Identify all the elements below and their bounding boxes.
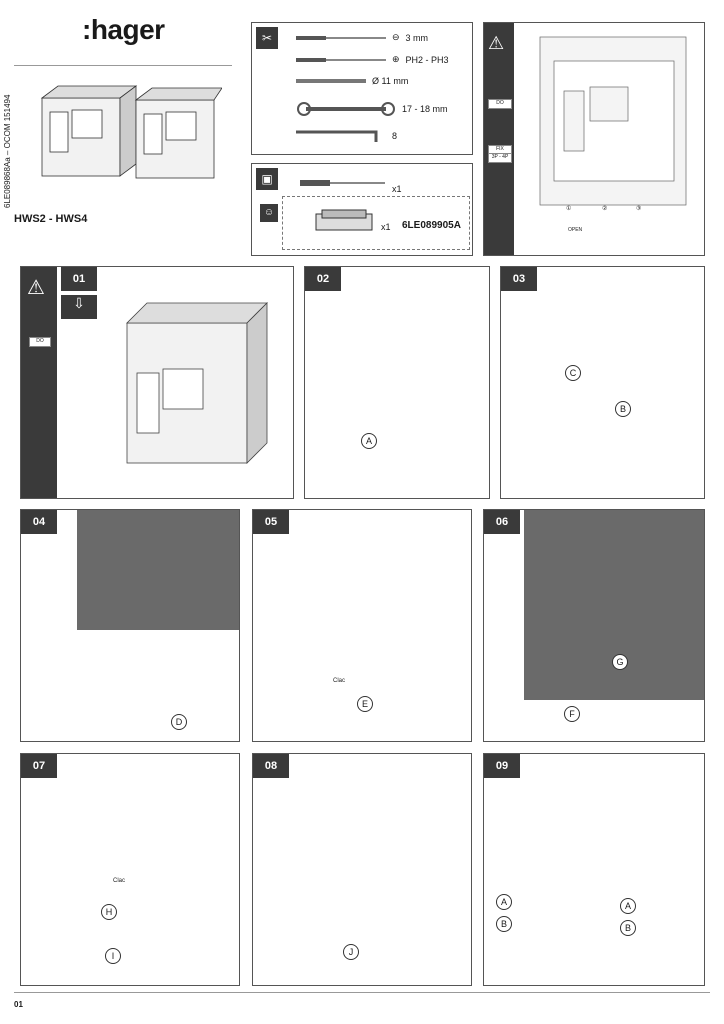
step-02-panel: 02 A (304, 266, 490, 499)
footer-divider (14, 992, 710, 993)
step-01-sidebar (21, 267, 57, 498)
page-number: 01 (14, 1000, 23, 1009)
tool-row-drill: Ø 11 mm (296, 76, 408, 86)
kit-part-number: 6LE089905A (402, 220, 461, 231)
kit-screwdriver-icon (300, 180, 385, 186)
step06-letter-f: F (564, 706, 580, 722)
tool-flat-label: 3 mm (405, 32, 429, 43)
tools-icon: ✂ (256, 27, 278, 49)
step-04-panel: 04 D (20, 509, 240, 742)
step-08-panel: 08 J (252, 753, 472, 986)
step06-breaker-dark (524, 510, 704, 700)
step-09-panel: 09 A B A B (483, 753, 705, 986)
wrench-icon (297, 102, 395, 116)
package-icon: ▣ (256, 168, 278, 190)
open-label: OPEN (568, 227, 583, 233)
rack-out-icon: ⇩ (61, 295, 97, 319)
step-01-breaker (126, 302, 268, 464)
step-number-07: 07 (21, 754, 57, 778)
step-number-05: 05 (253, 510, 289, 534)
warning-sidebar (484, 23, 514, 255)
kit-screwdriver-qty: x1 (392, 184, 402, 194)
warning-callout-row: ① ② ③ OPEN (564, 205, 704, 239)
step07-letter-i: I (105, 948, 121, 964)
step-number-08: 08 (253, 754, 289, 778)
step01-tag: DO (29, 337, 51, 347)
breaker-front-illustration (539, 36, 687, 206)
step-number-03: 03 (501, 267, 537, 291)
step05-clac: Clac (333, 678, 346, 684)
tag-do: DO (488, 99, 512, 109)
tool-hex-label: 8 (392, 131, 398, 141)
header-divider (14, 65, 232, 66)
step-03-panel: 03 B C (500, 266, 705, 499)
step-number-04: 04 (21, 510, 57, 534)
callout-2: ② (602, 206, 608, 212)
step09-letter-b-left: B (496, 916, 512, 932)
warning-icon: ⚠ (488, 33, 505, 53)
step-07-panel: 07 H I Clac (20, 753, 240, 986)
document-code: 6LE089868Aa – OCOM 151494 (3, 94, 12, 208)
step-05-panel: 05 E Clac (252, 509, 472, 742)
step-number-06: 06 (484, 510, 520, 534)
step09-letter-a-right: A (620, 898, 636, 914)
model-title: HWS2 - HWS4 (14, 213, 88, 225)
hager-logo: :hager (82, 14, 165, 45)
kit-dashed-frame (282, 196, 470, 250)
phillips-screwdriver-icon: ⊕ (392, 54, 400, 64)
step03-letter-c: C (565, 365, 581, 381)
step04-letter-d: D (171, 714, 187, 730)
tool-drill-label: Ø 11 mm (372, 76, 409, 86)
tool-row-flat: ⊖ 3 mm (296, 32, 428, 43)
step02-letter-a: A (361, 433, 377, 449)
step09-letter-b-right: B (620, 920, 636, 936)
hex-key-icon (296, 130, 378, 142)
step08-letter-j: J (343, 944, 359, 960)
callout-1: ① (566, 206, 572, 212)
tool-row-phillips: ⊕ PH2 - PH3 (296, 54, 449, 65)
step-06-panel: 06 F G (483, 509, 705, 742)
step07-clac: Clac (113, 878, 126, 884)
kit-part-qty: x1 (381, 222, 391, 232)
kit-part-icon (315, 209, 373, 231)
step-number-01: 01 (61, 267, 97, 291)
tool-wrench-label: 17 - 18 mm (402, 104, 448, 114)
step03-letter-b: B (615, 401, 631, 417)
step-number-02: 02 (305, 267, 341, 291)
person-icon: ☺ (260, 204, 278, 222)
callout-3: ③ (636, 206, 642, 212)
step-number-09: 09 (484, 754, 520, 778)
tag-poles: 3P - 4P (488, 153, 512, 163)
warning-icon-step01: ⚠ (27, 277, 45, 299)
breaker-pair-illustration (40, 85, 222, 179)
step05-letter-e: E (357, 696, 373, 712)
step07-letter-h: H (101, 904, 117, 920)
step06-letter-g: G (612, 654, 628, 670)
step-01-panel: ⚠ DO 01 ⇩ (20, 266, 294, 499)
tool-row-hex: 8 (296, 128, 397, 144)
flat-screwdriver-icon: ⊖ (392, 32, 400, 42)
warning-panel: ⚠ DO FIX 3P - 4P ① ② ③ OPEN (483, 22, 705, 256)
drill-bit-icon (296, 79, 366, 83)
tool-phillips-label: PH2 - PH3 (405, 54, 449, 65)
tool-row-wrench: 17 - 18 mm (296, 100, 448, 118)
step04-breaker-dark (77, 510, 239, 630)
step09-letter-a-left: A (496, 894, 512, 910)
